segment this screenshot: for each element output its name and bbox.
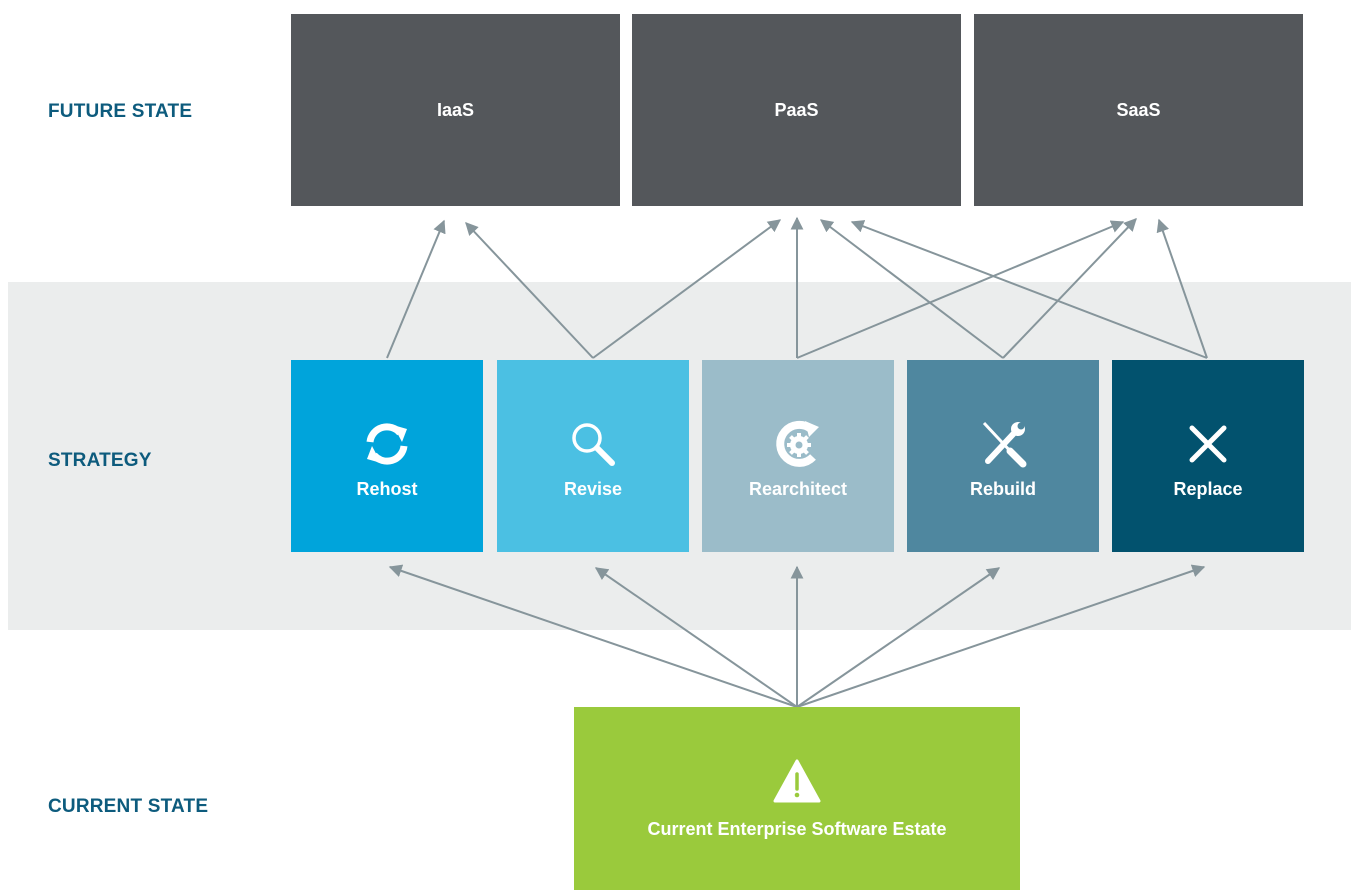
current-state-box: Current Enterprise Software Estate	[574, 707, 1020, 890]
arrow	[796, 220, 1125, 359]
arrow	[1156, 218, 1208, 359]
strategy-label-rearchitect: Rearchitect	[748, 478, 848, 499]
future-box-saas: SaaS	[974, 14, 1303, 206]
arrow	[796, 564, 1206, 708]
strategy-rehost: Rehost	[291, 360, 483, 552]
current-state-label: CURRENT STATE	[48, 796, 209, 817]
current-state-title: Current Enterprise Software Estate	[647, 819, 947, 839]
strategy-rearchitect: Rearchitect	[702, 360, 894, 552]
strategy-replace: Replace	[1112, 360, 1304, 552]
arrow	[819, 219, 1004, 359]
strategy-label-rehost: Rehost	[356, 478, 418, 499]
strategy-label-revise: Revise	[563, 478, 623, 499]
strategy-label: STRATEGY	[48, 450, 152, 471]
magnifier-icon	[572, 422, 615, 466]
strategy-rebuild: Rebuild	[907, 360, 1099, 552]
future-box-label: PaaS	[774, 99, 819, 120]
arrow	[386, 219, 446, 359]
strategy-label-rebuild: Rebuild	[970, 478, 1036, 499]
arrow	[796, 567, 1001, 708]
refresh-icon	[366, 422, 408, 465]
warning-icon	[773, 759, 821, 803]
x-icon	[1189, 425, 1227, 462]
cog-cycle-icon	[776, 420, 819, 467]
arrow	[850, 220, 1208, 359]
future-box-paas: PaaS	[632, 14, 961, 206]
future-state-label: FUTURE STATE	[48, 101, 193, 122]
future-box-label: SaaS	[1116, 99, 1161, 120]
arrow	[592, 219, 782, 359]
strategy-revise: Revise	[497, 360, 689, 552]
strategy-label-replace: Replace	[1173, 478, 1243, 499]
arrow	[594, 567, 798, 708]
arrow	[1002, 218, 1137, 359]
future-box-label: IaaS	[436, 99, 475, 120]
arrow	[388, 564, 798, 708]
future-box-iaas: IaaS	[291, 14, 620, 206]
tools-icon	[982, 421, 1027, 467]
arrow	[465, 222, 594, 359]
